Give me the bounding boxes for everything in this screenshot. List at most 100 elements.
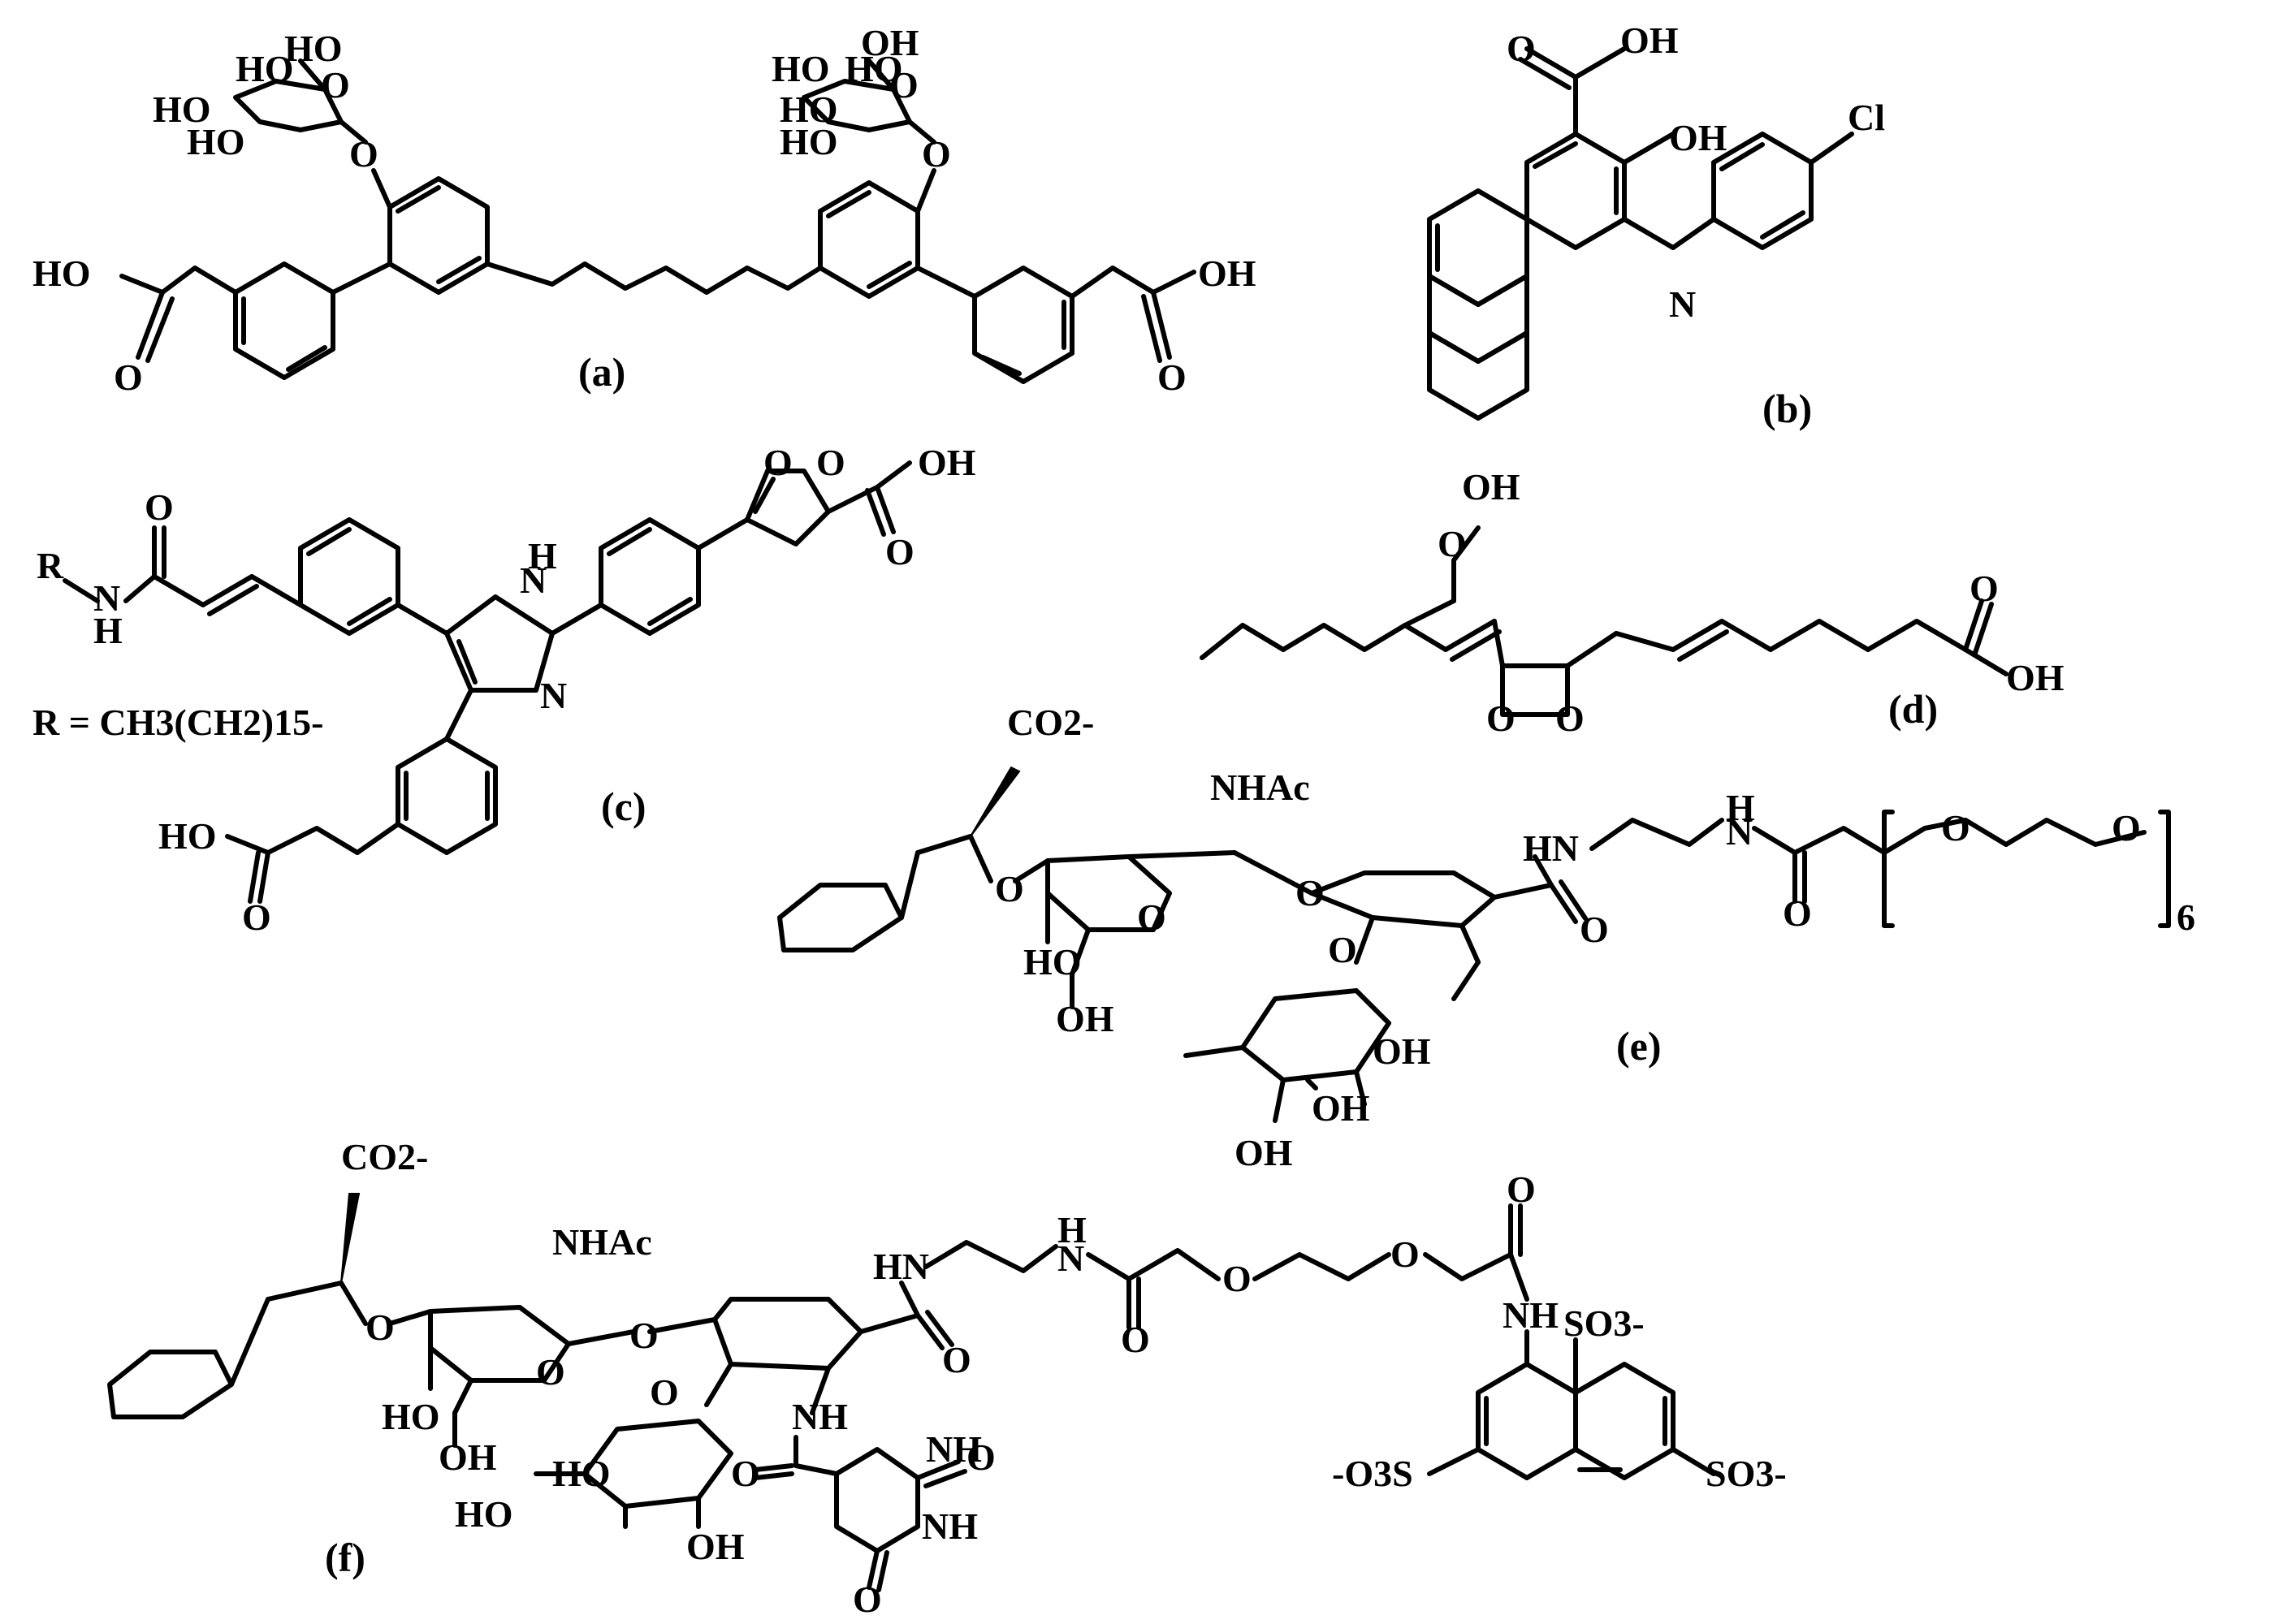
bond <box>1013 858 1050 883</box>
bond <box>607 527 652 556</box>
bond <box>550 603 603 636</box>
bond <box>1559 879 1588 921</box>
bond <box>1427 1447 1481 1476</box>
bond <box>865 488 886 537</box>
atom-label: H <box>93 610 123 651</box>
panel-label-c: (c) <box>601 784 646 829</box>
naphthalene-ring1 <box>1476 1362 1578 1480</box>
atom-label: CO2- <box>341 1136 428 1177</box>
atom-label: O <box>1783 892 1812 934</box>
bond <box>371 168 392 209</box>
bond <box>915 168 936 214</box>
bond <box>1086 1252 1131 1281</box>
bond <box>1622 217 1676 250</box>
bond <box>340 1193 361 1284</box>
bond <box>647 1317 717 1334</box>
atom-label: O <box>922 133 951 175</box>
atom-label: H <box>1726 787 1755 828</box>
bond <box>331 261 392 295</box>
atom-label: NH <box>792 1396 848 1437</box>
bond <box>339 119 368 145</box>
bond <box>1354 1069 1367 1107</box>
bond <box>123 574 157 603</box>
fucose-e <box>1240 988 1391 1082</box>
bond <box>1459 923 1481 965</box>
bond <box>1070 927 1091 977</box>
bond <box>160 266 238 295</box>
bond <box>915 1459 961 1480</box>
bond <box>1963 647 2008 676</box>
atom-label: R <box>37 545 64 586</box>
bond <box>980 355 1022 376</box>
bond <box>858 1313 920 1334</box>
bond <box>1126 1248 1221 1281</box>
atom-label: O <box>1970 568 1999 609</box>
atom-label: HO <box>780 89 838 130</box>
atom-label: O <box>365 1307 395 1348</box>
atom-label: OH <box>918 442 976 483</box>
atom-label: O <box>1121 1319 1150 1360</box>
atom-label: O <box>885 531 915 572</box>
atom-label: O <box>816 442 845 483</box>
bond <box>925 1310 954 1347</box>
bond <box>1403 623 1448 652</box>
ring-b2 <box>1427 188 1529 307</box>
bond <box>875 485 896 534</box>
dihydrouracil <box>834 1447 920 1553</box>
bond <box>1533 141 1578 169</box>
bond <box>298 58 327 92</box>
bond <box>566 1329 636 1346</box>
bond <box>452 1378 473 1415</box>
bond <box>119 274 165 295</box>
bond <box>1671 217 1716 250</box>
bond <box>1252 1252 1391 1281</box>
bond <box>266 1281 344 1302</box>
atom-label: O <box>995 868 1024 909</box>
ring-a4 <box>972 266 1074 384</box>
r-definition: R = CH3(CH2)15- <box>32 702 323 743</box>
atom-label: OH <box>1669 117 1727 158</box>
atom-label: O <box>942 1339 971 1380</box>
atom-label: O <box>114 356 143 398</box>
atom-label: O <box>321 64 350 106</box>
atom-label: HO <box>153 89 211 130</box>
bond <box>647 597 693 626</box>
atom-label: O <box>1941 807 1970 849</box>
bond <box>1752 826 1797 855</box>
atom-label: O <box>1157 356 1187 398</box>
ring-c1 <box>298 517 400 636</box>
atom-label: O <box>763 442 793 483</box>
bond <box>387 1309 433 1326</box>
dioxetane <box>1500 663 1570 717</box>
atom-label: HO <box>236 48 294 89</box>
bond <box>1305 1078 1318 1091</box>
bond <box>915 266 977 299</box>
atom-label: N <box>93 577 120 619</box>
bond <box>1232 850 1314 896</box>
atom-label: O <box>889 64 919 106</box>
bond <box>875 460 912 490</box>
atom-label: O <box>629 1315 659 1356</box>
atom-label: SO3- <box>1563 1302 1645 1344</box>
bond <box>1423 1252 1513 1281</box>
panel-label-e: (e) <box>1616 1023 1662 1069</box>
atom-label: N <box>1726 811 1753 853</box>
cyclohexane-f <box>712 1297 863 1371</box>
bond <box>810 1366 831 1415</box>
atom-label: SO3- <box>1706 1453 1787 1494</box>
bond <box>1963 598 1984 652</box>
atom-label: OH <box>1373 1030 1431 1072</box>
bond <box>1273 1078 1286 1123</box>
bond <box>152 574 205 607</box>
bond <box>867 58 896 92</box>
bond <box>249 574 303 607</box>
atom-label: O <box>1390 1233 1420 1275</box>
atom-label: HO <box>382 1396 440 1437</box>
atom-label: HO <box>552 1453 611 1494</box>
bond <box>1677 629 1729 662</box>
bond <box>1518 57 1572 90</box>
atom-label: OH <box>1620 19 1679 61</box>
ring-b5 <box>1711 132 1814 250</box>
atom-label: O <box>1222 1258 1252 1299</box>
bond <box>248 850 261 904</box>
